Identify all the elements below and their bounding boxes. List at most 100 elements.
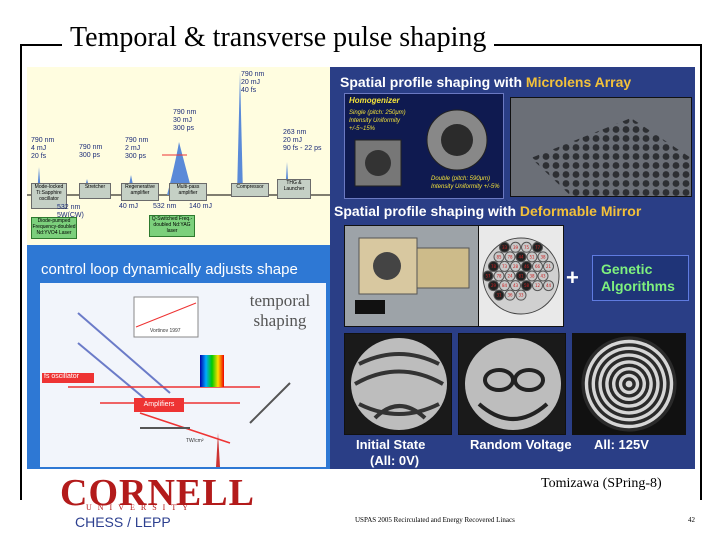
heading-microlens: Spatial profile shaping with Microlens A… — [340, 74, 631, 90]
electrode-number: 51 — [529, 254, 535, 259]
electrode-number: 44 — [518, 254, 524, 259]
electrode-number: 57 — [485, 274, 491, 279]
lens-mount-graphic — [354, 109, 488, 187]
heading-deformable-prefix: Spatial profile shaping with — [334, 203, 520, 219]
plus-sign: + — [566, 265, 579, 290]
electrode-cell — [532, 280, 543, 292]
box-oscillator: Mode-locked Ti:Sapphire oscillator — [31, 183, 67, 209]
rings-graphic — [581, 336, 677, 432]
footer-text: USPAS 2005 Recirculated and Energy Recov… — [355, 516, 515, 524]
electrode-number: 77 — [535, 245, 541, 250]
electrode-number: 33 — [518, 293, 524, 298]
electrode-cell — [488, 280, 499, 292]
optical-setup-graphic — [68, 296, 291, 467]
deformable-mirror-photo — [344, 225, 480, 327]
box-regen: Regenerative amplifier — [121, 183, 159, 201]
electrode-cell — [499, 280, 510, 292]
electrode-number: 46 — [524, 264, 530, 269]
electrode-cell — [488, 260, 499, 272]
diag-label-40mj: 40 mJ — [119, 203, 139, 210]
diag-label-osc: 790 nm 4 mJ 20 fs — [31, 137, 55, 160]
electrode-number: 75 — [524, 245, 530, 250]
electrode-cell — [515, 270, 527, 282]
diag-label-532cw: 532 nm 5W(CW) — [57, 204, 84, 219]
diag-label-multipass: 790 nm 30 mJ 300 ps — [173, 109, 197, 132]
diag-label-140mj: 140 mJ — [189, 203, 212, 210]
electrode-cell — [510, 241, 521, 253]
frame-left-border — [20, 44, 22, 500]
electrode-cell — [537, 251, 549, 263]
spatial-shaping-panel: Spatial profile shaping with Microlens A… — [330, 67, 695, 469]
electrode-cell — [504, 270, 516, 282]
vortinov-label: Vortinov 1997 — [150, 328, 181, 334]
genetic-line-1: Genetic — [601, 261, 653, 277]
control-loop-caption: control loop dynamically adjusts shape — [41, 261, 298, 278]
electrode-number: 33 — [502, 245, 508, 250]
electrode-cell — [499, 241, 510, 253]
electrode-number: 12 — [535, 283, 541, 288]
random-voltage-interferogram — [458, 333, 566, 435]
electrode-cell — [521, 260, 532, 272]
green-box-qswitch: Q-Switched Freq.-doubled Nd:YAG laser — [149, 215, 195, 237]
fringes-random-graphic — [465, 338, 561, 430]
temporal-shaping-inset: temporal shaping fs oscillator Amplifier… — [40, 283, 326, 467]
electrode-number: 28 — [513, 264, 519, 269]
fringe-ring — [625, 380, 633, 388]
homogenizer-title: Homogenizer — [349, 96, 400, 105]
homogenizer-line-3: +/-5~15% — [349, 126, 376, 132]
cornell-university-text: UNIVERSITY — [86, 503, 194, 512]
electrode-number: 78 — [507, 254, 513, 259]
diag-label-stretch: 790 nm 300 ps — [79, 144, 103, 159]
electrode-number: 38 — [540, 254, 546, 259]
electrode-cell — [532, 241, 543, 253]
electrode-cell — [521, 241, 532, 253]
box-thg: THG & Launcher — [277, 179, 311, 199]
mirror-device-graphic — [355, 237, 470, 314]
electrode-cell — [493, 270, 505, 282]
electrode-number: 43 — [513, 283, 519, 288]
electrode-number: 78 — [496, 274, 502, 279]
tw-label: TW/cm² — [186, 438, 204, 444]
electrode-number: 21 — [546, 264, 552, 269]
genetic-line-2: Algorithms — [601, 278, 675, 294]
electrode-number: 78 — [491, 264, 497, 269]
homogenizer-line-1: Single (pitch: 250μm) — [349, 110, 406, 116]
all-125v-interferogram — [572, 333, 686, 435]
heading-deformable-highlight: Deformable Mirror — [519, 203, 642, 219]
heading-deformable: Spatial profile shaping with Deformable … — [334, 203, 641, 219]
temporal-shaping-label: temporal shaping — [249, 291, 311, 330]
box-multipass: Multi-pass amplifier — [169, 183, 207, 201]
electrode-cell — [515, 251, 527, 263]
electrode-number: 81 — [518, 274, 524, 279]
genetic-algorithms-box: Genetic Algorithms — [592, 255, 689, 301]
electrode-cell — [526, 270, 538, 282]
diag-label-compressor: 790 nm 20 mJ 40 fs — [241, 71, 265, 94]
electrode-cell — [510, 280, 521, 292]
electrode-number: 85 — [496, 254, 502, 259]
homogenizer-line-5: Intensity Uniformity +/-5% — [431, 184, 500, 190]
page-number: 42 — [688, 516, 695, 524]
green-box-diode-laser: Diode-pumped Frequency-doubled Nd:YVO4 L… — [31, 217, 77, 239]
diag-label-thg: 263 nm 20 mJ 90 fs - 22 ps — [283, 129, 322, 152]
electrode-cell — [493, 251, 505, 263]
electrode-number: 84 — [502, 283, 508, 288]
diag-label-532: 532 nm — [153, 203, 177, 210]
electrode-cell — [493, 289, 505, 301]
electrode-cell — [515, 289, 527, 301]
heading-microlens-highlight: Microlens Array — [525, 74, 632, 90]
electrode-number: 44 — [546, 283, 552, 288]
electrode-cell — [521, 280, 532, 292]
electrode-number: 29 — [491, 283, 497, 288]
all-125v-label: All: 125V — [594, 437, 649, 452]
electrode-cell — [510, 260, 521, 272]
electrode-number: 39 — [513, 245, 519, 250]
homogenizer-line-2: Intensity Uniformity — [349, 118, 401, 124]
electrode-cell — [499, 260, 510, 272]
electrode-cell — [526, 251, 538, 263]
electrode-number: 73 — [502, 264, 508, 269]
initial-state-label: Initial State — [356, 437, 426, 452]
diag-label-regen: 790 nm 2 mJ 300 ps — [125, 137, 149, 160]
electrode-number: 66 — [535, 264, 541, 269]
